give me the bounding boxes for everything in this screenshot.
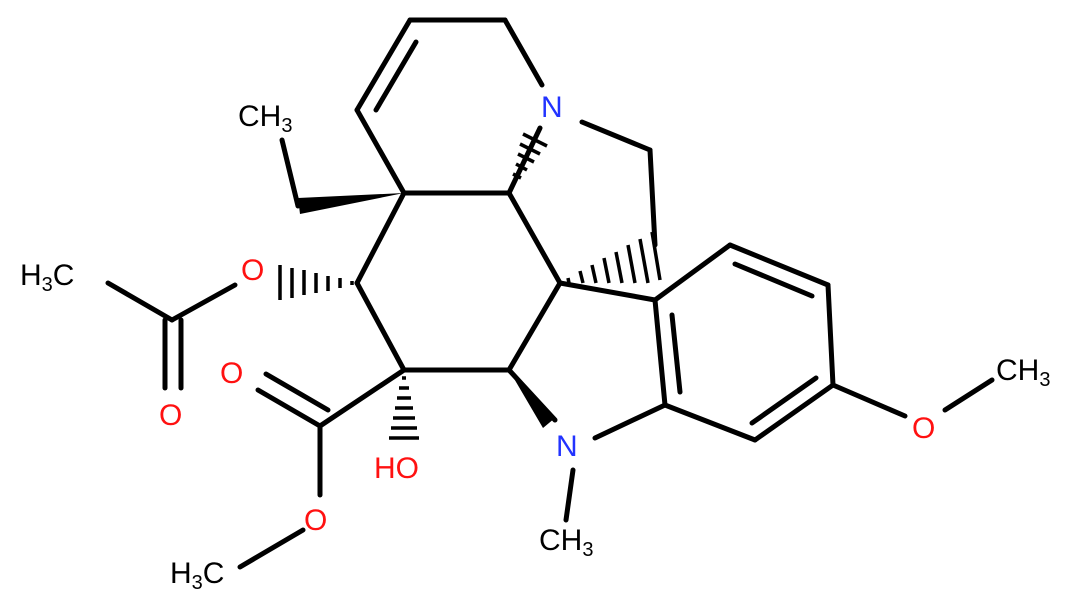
bond-c5-c4	[354, 190, 407, 286]
bond-ring-d-2	[354, 17, 413, 113]
bond-n-ch2	[579, 119, 653, 153]
bond-ethyl-ch2-ch3	[279, 137, 301, 209]
bond-benz-2-double	[732, 261, 815, 299]
bond-c8-c13-double	[669, 312, 683, 395]
bond-oacetoxy-cacetyl	[169, 282, 238, 323]
bond-ring-d-4	[502, 17, 545, 88]
label-n-indoline: N	[556, 430, 578, 463]
bond-c2-c7	[506, 280, 563, 373]
label-o-acetoxy: O	[241, 254, 264, 287]
bond-cacetyl-ch3	[105, 280, 175, 323]
bond-c-omethoxy	[830, 382, 908, 419]
bond-benz-2	[727, 242, 831, 288]
bond-c3-ccarboxyl	[317, 367, 407, 429]
label-o-carbonyl-acetyl: O	[159, 399, 182, 432]
bond-n-to-c21	[506, 125, 543, 196]
bond-c13-n1	[592, 402, 668, 441]
bond-benz-1	[652, 242, 733, 303]
bond-c7-c21	[506, 190, 563, 286]
bond-ch2-ch2	[647, 147, 658, 248]
bond-benz-4-double	[749, 375, 819, 426]
label-nch3: CH3	[539, 524, 593, 561]
bond-benz-5	[662, 402, 758, 443]
label-ch3-ethyl: CH3	[238, 100, 292, 137]
bond-c4-c3	[354, 280, 407, 373]
label-h3c-ester: H3C	[170, 557, 224, 594]
label-o-carbonyl-ester: O	[220, 357, 243, 390]
hash-c4-oacetoxy	[278, 265, 354, 300]
wedge-c5-ethyl	[298, 193, 404, 214]
wedge-c2-n1	[509, 370, 555, 428]
label-n-amine: N	[541, 91, 563, 124]
label-h3c-acetyl: H3C	[20, 259, 74, 296]
bond-ring-d-1	[354, 107, 407, 196]
label-ch3-methoxy: CH3	[996, 354, 1050, 391]
bond-n1-ch3	[563, 467, 576, 523]
bond-ring-d-2-double	[373, 39, 419, 113]
label-o-ester: O	[304, 504, 327, 537]
bond-ccarboxyl-ocarbonyl	[255, 387, 323, 429]
hash-c21-n	[510, 132, 548, 188]
label-o-methoxy: O	[912, 412, 935, 445]
hash-c3-oh	[389, 376, 419, 440]
bond-benz-4	[752, 382, 836, 443]
bond-c8-c13	[652, 297, 668, 408]
bond-ccarboxyl-ocarbonyl-double	[263, 371, 331, 413]
label-ho: HO	[374, 452, 419, 485]
bond-oester-ch3	[237, 527, 306, 570]
bond-c7-c8	[557, 280, 658, 303]
hash-c7-ch2	[566, 231, 662, 284]
bond-omethoxy-ch3	[942, 377, 995, 413]
bond-benz-3	[825, 282, 836, 388]
